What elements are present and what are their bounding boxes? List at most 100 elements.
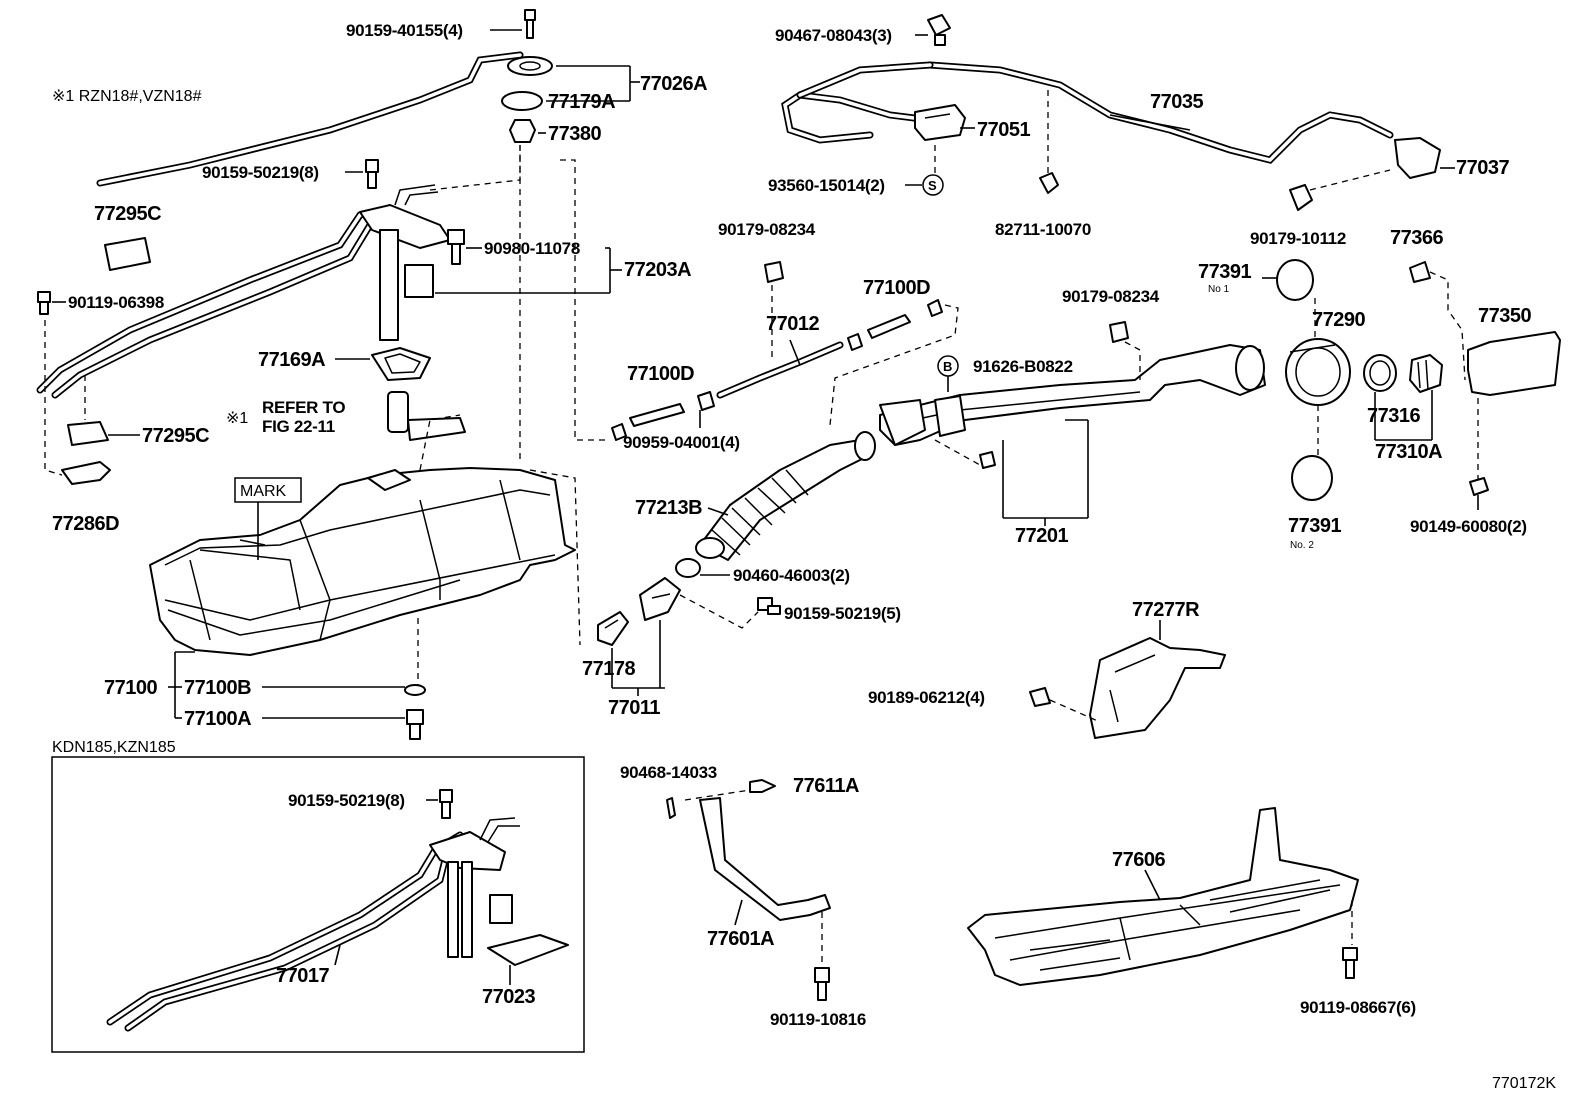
clamp-77295C bbox=[104, 237, 151, 271]
refer-line1: REFER TO bbox=[262, 398, 345, 417]
refer-line2: FIG 22-11 bbox=[262, 417, 335, 436]
gasket-77100B bbox=[404, 684, 426, 696]
label-90467-08043: 90467-08043(3) bbox=[775, 26, 892, 45]
label-77366: 77366 bbox=[1390, 227, 1443, 249]
label-77179A: 77179A bbox=[548, 91, 615, 113]
lid-opener-cable-77035 bbox=[781, 61, 1394, 164]
protector-77277R bbox=[1089, 637, 1226, 739]
fuel-pump-bracket-77203A bbox=[359, 184, 451, 341]
bolt-90119-06398 bbox=[37, 291, 51, 315]
label-77295C-top: 77295C bbox=[94, 203, 161, 225]
clamp-90460-46003 bbox=[675, 558, 701, 578]
bolt-90179-08234 bbox=[764, 261, 784, 283]
label-77026A: 77026A bbox=[640, 73, 707, 95]
label-77611A: 77611A bbox=[793, 775, 859, 797]
label-77169A: 77169A bbox=[258, 349, 325, 371]
bracket-77286D bbox=[61, 461, 111, 485]
clip-upper bbox=[847, 333, 863, 351]
label-90179-10112: 90179-10112 bbox=[1250, 229, 1346, 248]
gasket-77169A bbox=[371, 347, 431, 381]
cap-77316 bbox=[1363, 354, 1397, 392]
bolt-90159-50219-5 bbox=[757, 597, 781, 615]
label-77310A: 77310A bbox=[1375, 441, 1442, 463]
label-90159-50219-8: 90159-50219(8) bbox=[202, 163, 319, 182]
label-77201: 77201 bbox=[1015, 525, 1068, 547]
inset-tube-assembly-77017 bbox=[106, 831, 464, 1032]
bolt-filler bbox=[979, 451, 996, 469]
label-90119-10816: 90119-10816 bbox=[770, 1010, 866, 1029]
label-77100D-upper: 77100D bbox=[863, 277, 930, 299]
label-77203A: 77203A bbox=[624, 259, 691, 281]
clip-77366 bbox=[1409, 261, 1431, 283]
s-symbol-text: S bbox=[928, 178, 937, 193]
inlet-flange-77011 bbox=[639, 577, 681, 621]
lever-77051 bbox=[914, 104, 966, 141]
clip-82711-10070 bbox=[1039, 172, 1059, 194]
label-77178: 77178 bbox=[582, 658, 635, 680]
strap-77601A bbox=[699, 797, 831, 921]
hose-77100D-lower bbox=[629, 403, 685, 427]
label-77601A: 77601A bbox=[707, 928, 774, 950]
bolt-77611A bbox=[749, 779, 776, 793]
b-symbol-text: B bbox=[943, 359, 952, 374]
label-77012: 77012 bbox=[766, 313, 819, 335]
label-93560-15014: 93560-15014(2) bbox=[768, 176, 885, 195]
lock-77037 bbox=[1394, 137, 1441, 179]
clamp-77295C-lower bbox=[67, 421, 109, 446]
ring-77026A bbox=[507, 56, 553, 76]
bolt-90179-08234-b bbox=[1109, 321, 1129, 343]
plug-77100A bbox=[406, 709, 424, 740]
bolt-90159-50219 bbox=[365, 159, 379, 189]
inset-part-77023 bbox=[487, 934, 569, 966]
label-no2: No. 2 bbox=[1290, 540, 1314, 551]
label-77011: 77011 bbox=[608, 697, 660, 719]
models-note: ※1 RZN18#,VZN18# bbox=[52, 88, 202, 105]
label-77100D-lower: 77100D bbox=[627, 363, 694, 385]
label-82711-10070: 82711-10070 bbox=[995, 220, 1091, 239]
label-77316: 77316 bbox=[1367, 405, 1420, 427]
label-90179-08234-a: 90179-08234 bbox=[718, 220, 816, 239]
label-77277R: 77277R bbox=[1132, 599, 1200, 621]
fuel-door-77350 bbox=[1467, 331, 1561, 396]
label-77213B: 77213B bbox=[635, 497, 702, 519]
screw-90149-60080 bbox=[1469, 477, 1489, 496]
refer-mark: ※1 bbox=[226, 410, 248, 427]
mark-label: MARK bbox=[240, 483, 287, 500]
label-77350: 77350 bbox=[1478, 305, 1531, 327]
label-77391-no2: 77391 bbox=[1288, 515, 1341, 537]
label-77606: 77606 bbox=[1112, 849, 1165, 871]
bolt-90119-08667 bbox=[1342, 947, 1358, 979]
fuel-pump bbox=[387, 391, 466, 441]
label-77290: 77290 bbox=[1312, 309, 1365, 331]
filler-neck-77290 bbox=[1285, 338, 1351, 406]
label-77295C: 77295C bbox=[142, 425, 209, 447]
filler-hose-77213B bbox=[695, 431, 876, 561]
label-77286D: 77286D bbox=[52, 513, 119, 535]
label-77380: 77380 bbox=[548, 123, 601, 145]
label-no1: No 1 bbox=[1208, 284, 1230, 295]
label-77391-no1: 77391 bbox=[1198, 261, 1251, 283]
gasket-77178 bbox=[597, 611, 629, 646]
cap-assembly-77310A bbox=[1409, 354, 1443, 393]
inset-label-77017: 77017 bbox=[276, 965, 329, 987]
label-90179-08234-b: 90179-08234 bbox=[1062, 287, 1160, 306]
screw-90980-11078 bbox=[447, 229, 465, 265]
inset-bolt-90159-50219 bbox=[439, 789, 453, 819]
gasket-77391-no1 bbox=[1276, 259, 1314, 301]
figure-id: 770172K bbox=[1492, 1075, 1556, 1092]
label-90189-06212: 90189-06212(4) bbox=[868, 688, 985, 707]
label-90460-46003: 90460-46003(2) bbox=[733, 566, 850, 585]
gasket-77179A bbox=[501, 91, 543, 111]
label-77100A: 77100A bbox=[184, 708, 251, 730]
label-77051: 77051 bbox=[977, 119, 1030, 141]
fuel-tube-assembly bbox=[36, 51, 524, 399]
gasket-77391-no2 bbox=[1291, 455, 1333, 501]
label-90119-08667: 90119-08667(6) bbox=[1300, 998, 1416, 1017]
bolt-90159-40155 bbox=[524, 9, 536, 39]
label-90119-06398: 90119-06398 bbox=[68, 293, 164, 312]
fuel-tank-77100 bbox=[149, 467, 576, 656]
label-90159-40155: 90159-40155(4) bbox=[346, 21, 463, 40]
filler-pipe-77201 bbox=[879, 344, 1266, 446]
mark-label-box bbox=[234, 477, 302, 503]
